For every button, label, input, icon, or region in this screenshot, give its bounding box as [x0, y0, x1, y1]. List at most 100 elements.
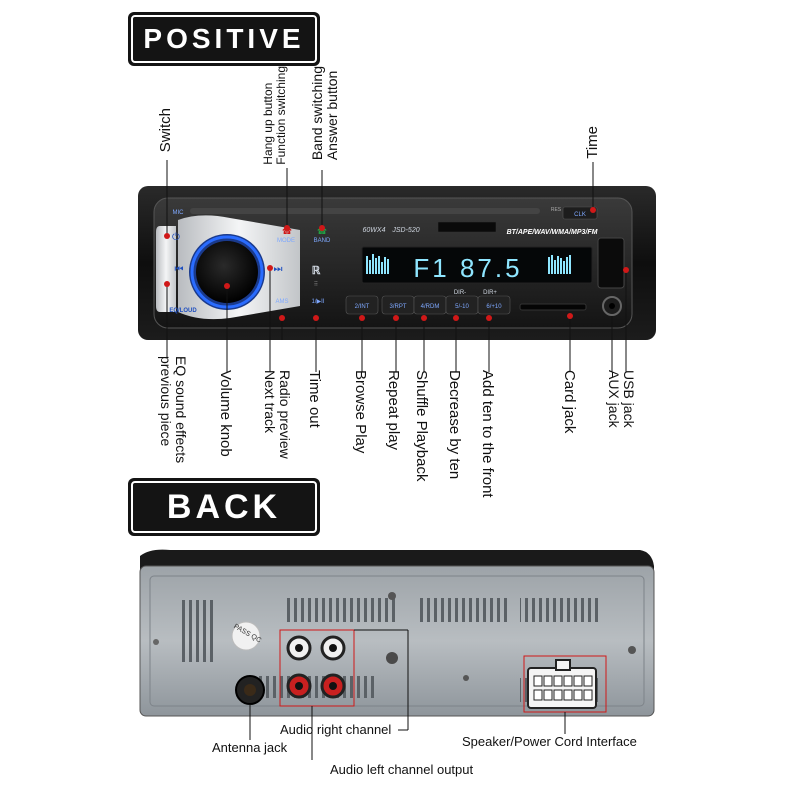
- back-title-badge: BACK: [128, 478, 320, 536]
- vent-center-top: [286, 598, 396, 622]
- label-speaker: Speaker/Power Cord Interface: [462, 734, 637, 749]
- ams-label: AMS: [275, 299, 288, 305]
- marker-eq: [164, 281, 170, 287]
- formats-text: BT/APE/WAV/WMA/MP3/FM: [507, 229, 598, 236]
- marker-shuffle: [421, 315, 427, 321]
- back-unit: PASS QC: [139, 549, 655, 717]
- antenna-jack-core: [244, 684, 256, 696]
- marker-time: [590, 207, 596, 213]
- clk-button: [562, 206, 598, 220]
- power-icon: ⏻: [172, 232, 180, 243]
- label-repeat: Repeat play: [385, 370, 402, 451]
- label-radio: Radio preview Next track: [262, 370, 293, 459]
- marker-decrease: [453, 315, 459, 321]
- preset-buttons: 2/INT 3/RPT 4/RDM 5/-10 6/+10 DIR- DIR+: [345, 290, 511, 315]
- marker-time-out: [313, 315, 319, 321]
- marker-usb: [623, 267, 629, 273]
- rca-highlight-box: [279, 629, 355, 707]
- play-pause-label: 1/▶II: [312, 299, 325, 305]
- mode-label: MODE: [277, 238, 295, 244]
- dir-minus-label: DIR-: [454, 290, 466, 296]
- preset-button-5: [477, 295, 511, 315]
- next-track-icon: ⏭: [274, 264, 283, 275]
- res-label: RES: [551, 207, 562, 213]
- label-browse: Browse Play: [352, 370, 369, 454]
- label-audio-left: Audio left channel output: [330, 762, 474, 777]
- dir-plus-label: DIR+: [483, 290, 497, 296]
- marker-browse: [359, 315, 365, 321]
- marker-add-ten: [486, 315, 492, 321]
- label-radio-line1: Radio preview: [277, 370, 293, 459]
- lcd-display: [361, 246, 593, 284]
- iso-pins: [533, 675, 593, 701]
- vent-left: [180, 600, 216, 662]
- label-eq-line2: previous piece: [158, 356, 174, 447]
- display-readout: F1 87.5: [413, 253, 522, 283]
- iso-connector: [527, 667, 597, 709]
- eq-loud-label: EQ/LOUD: [169, 308, 197, 314]
- mic-label: MIC: [173, 210, 185, 216]
- vent-center-right: [416, 598, 508, 622]
- screw-top: [388, 592, 396, 600]
- usb-port: [597, 237, 625, 289]
- model-number: JSD-520: [391, 227, 419, 234]
- preset-label-4: 5/-10: [455, 304, 469, 310]
- label-antenna: Antenna jack: [212, 740, 288, 755]
- label-time-out: Time out: [306, 370, 323, 428]
- label-eq: EQ sound effects previous piece: [158, 356, 189, 464]
- silver-bezel-left: [156, 226, 176, 312]
- pass-qc-sticker: [231, 621, 261, 651]
- bt-logo-icon: ℝ: [312, 265, 321, 277]
- mic-dots-icon: ⠿: [314, 281, 318, 288]
- label-shuffle: Shuffle Playback: [413, 370, 430, 482]
- back-callouts: [249, 629, 566, 760]
- screw-left: [153, 639, 159, 645]
- eq-bars-right: [548, 255, 571, 274]
- label-aux: AUX jack: [606, 370, 622, 428]
- cd-slot: [190, 208, 540, 214]
- label-usb-aux: USB jack AUX jack: [606, 370, 637, 428]
- screw-small: [463, 675, 469, 681]
- vent-bottom: [258, 676, 378, 698]
- answer-icon: ☎: [317, 227, 327, 236]
- preset-label-1: 2/INT: [355, 304, 370, 310]
- marker-ams: [279, 315, 285, 321]
- label-volume: Volume knob: [217, 370, 234, 457]
- preset-button-1: [345, 295, 379, 315]
- marker-card: [567, 313, 573, 319]
- clk-label: CLK: [574, 212, 586, 218]
- prev-track-icon: ⏮: [175, 264, 184, 275]
- label-add-ten: Add ten to the front: [479, 370, 496, 498]
- label-usb: USB jack: [621, 370, 637, 428]
- label-radio-line2: Next track: [262, 370, 278, 434]
- marker-switch: [164, 233, 170, 239]
- band-label: BAND: [314, 238, 331, 244]
- screw-center: [386, 652, 398, 664]
- eq-bars-left: [366, 254, 389, 274]
- label-card: Card jack: [561, 370, 578, 434]
- marker-radio: [267, 265, 273, 271]
- preset-label-3: 4/RDM: [421, 304, 440, 310]
- marker-volume: [224, 283, 230, 289]
- marker-band: [319, 225, 325, 231]
- front-title-badge: POSITIVE: [128, 12, 320, 66]
- label-audio-right: Audio right channel: [280, 722, 392, 737]
- marker-repeat: [393, 315, 399, 321]
- screw-right: [628, 646, 636, 654]
- card-slot: [519, 303, 587, 311]
- front-unit: ⏻ ⏮ ⏭ MIC EQ/LOUD ☎ MODE ☎ BAND ℝ ⠿ AMS …: [138, 186, 656, 340]
- rca-jacks: [286, 635, 346, 699]
- label-decrease: Decrease by ten: [446, 370, 463, 480]
- preset-label-5: 6/+10: [486, 304, 502, 310]
- ir-window: [437, 221, 497, 233]
- marker-hang-up: [284, 225, 290, 231]
- aux-jack-hole: [609, 303, 615, 309]
- volume-knob: [196, 241, 258, 303]
- front-callouts: [164, 160, 629, 372]
- hang-up-icon: ☎: [282, 227, 292, 236]
- label-eq-line1: EQ sound effects: [173, 356, 189, 464]
- back-inner-border: [149, 575, 645, 707]
- front-title: POSITIVE: [143, 23, 305, 54]
- power-rating: 60WX4: [363, 227, 386, 234]
